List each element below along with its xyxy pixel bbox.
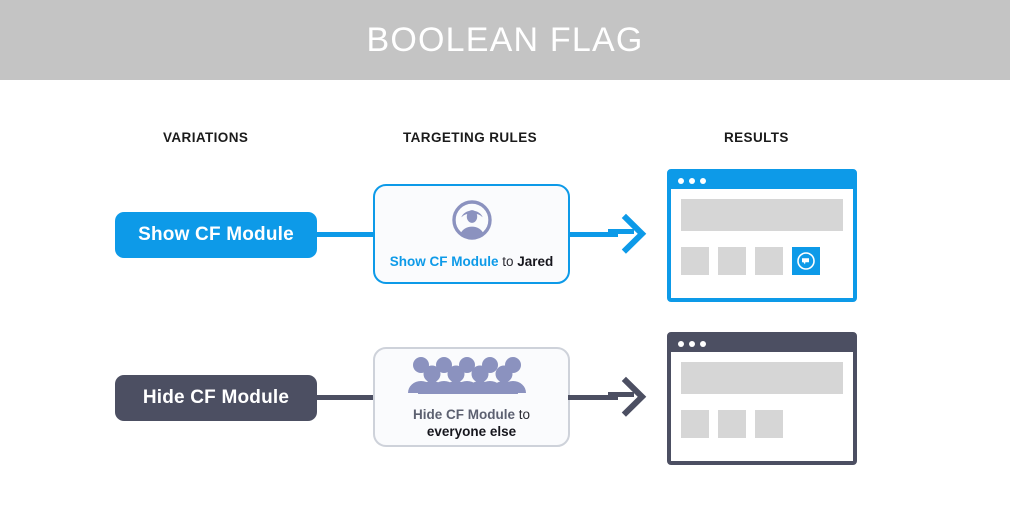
window-dot-icon — [700, 178, 706, 184]
arrow-right-gray-icon — [608, 375, 648, 419]
chat-module-tile[interactable] — [792, 247, 820, 275]
rule-2-variation-name: Hide CF Module — [412, 407, 515, 422]
result-browser-window-2 — [667, 332, 857, 465]
tile-placeholder — [718, 410, 746, 438]
tile-placeholder — [681, 410, 709, 438]
variation-pill-show-cf-module[interactable]: Show CF Module — [115, 212, 317, 258]
tiles-row-1 — [681, 247, 843, 275]
browser-body-1 — [671, 189, 853, 298]
rule-1-target: Jared — [517, 253, 554, 269]
rule-2-connector: to — [514, 407, 530, 422]
connector-line-variation-to-rule-1 — [305, 232, 375, 237]
crowd-of-people-icon — [405, 354, 539, 399]
variation-pill-hide-cf-module[interactable]: Hide CF Module — [115, 375, 317, 421]
arrow-right-blue-icon — [608, 212, 648, 256]
single-user-icon — [451, 199, 493, 246]
targeting-rule-text-2: Hide CF Module to everyone else — [413, 406, 530, 440]
rule-2-target: everyone else — [426, 424, 517, 439]
browser-titlebar-2 — [671, 336, 853, 352]
targeting-rule-text-1: Show CF Module to Jared — [390, 253, 554, 270]
content-placeholder-block — [681, 362, 843, 394]
column-heading-results: RESULTS — [724, 130, 789, 145]
result-browser-window-1 — [667, 169, 857, 302]
tile-placeholder — [755, 410, 783, 438]
window-dot-icon — [700, 341, 706, 347]
page-title: BOOLEAN FLAG — [366, 20, 644, 59]
rule-1-connector: to — [498, 253, 518, 269]
window-dot-icon — [678, 341, 684, 347]
targeting-rule-card-2[interactable]: Hide CF Module to everyone else — [373, 347, 570, 447]
tiles-row-2 — [681, 410, 843, 438]
window-dot-icon — [689, 178, 695, 184]
browser-titlebar-1 — [671, 173, 853, 189]
connector-line-rule-to-result-1 — [568, 232, 618, 237]
tile-placeholder — [718, 247, 746, 275]
connector-line-variation-to-rule-2 — [305, 395, 375, 400]
rule-1-variation-name: Show CF Module — [389, 253, 499, 269]
browser-body-2 — [671, 352, 853, 461]
column-heading-targeting-rules: TARGETING RULES — [403, 130, 537, 145]
window-dot-icon — [689, 341, 695, 347]
targeting-rule-card-1[interactable]: Show CF Module to Jared — [373, 184, 570, 284]
tile-placeholder — [681, 247, 709, 275]
connector-line-rule-to-result-2 — [568, 395, 618, 400]
content-placeholder-block — [681, 199, 843, 231]
chat-bubble-icon — [797, 252, 815, 270]
page-header-bar: BOOLEAN FLAG — [0, 0, 1010, 80]
window-dot-icon — [678, 178, 684, 184]
tile-placeholder — [755, 247, 783, 275]
column-heading-variations: VARIATIONS — [163, 130, 249, 145]
